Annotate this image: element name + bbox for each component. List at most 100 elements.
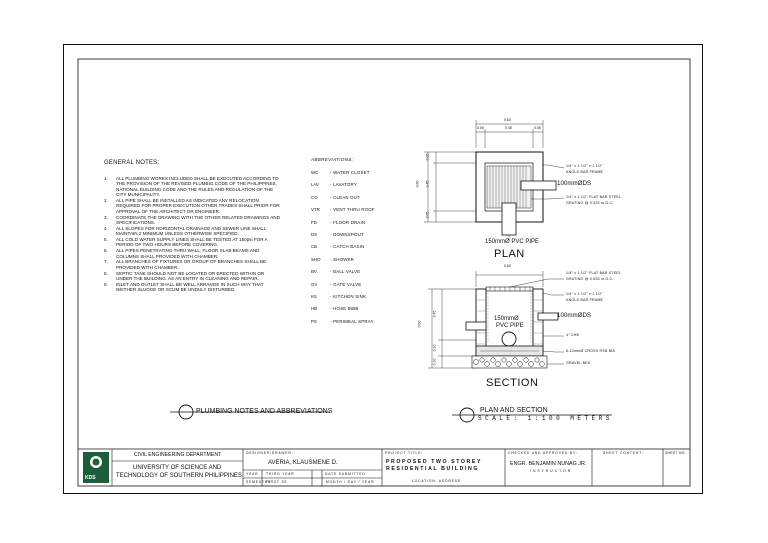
general-note-text: INLET AND OUTLET SHALL BE WELL ARRANGE I…	[116, 281, 264, 293]
general-note-item: 9.INLET AND OUTLET SHALL BE WELL ARRANGE…	[104, 282, 280, 293]
section-caption: SECTION	[486, 377, 539, 389]
project-title-line-2: RESIDENTIAL BUILDING	[386, 466, 480, 472]
sheet-content-label: SHEET CONTENT:	[603, 451, 644, 455]
plan-note-angle-bar-2: ANGLE BAR FRAME	[566, 170, 604, 174]
abbreviation-description: - BALL VALVE	[330, 269, 361, 275]
general-note-number: 1.	[104, 176, 108, 181]
abbreviation-row: DS - DOWNSPOUT	[311, 232, 364, 237]
general-note-text: ALL COLD WATER SUPPLY LINES SHALL BE TES…	[116, 237, 268, 248]
abbreviation-description: - GATE VALVE	[330, 281, 362, 287]
general-note-item: 3.COORDINATE THE DRAWING WITH THE OTHER …	[104, 215, 280, 226]
plan-pipe-ds: 100mmØDS	[557, 180, 592, 187]
general-note-text: ALL PLUMBING WORKS INCLUDED SHALL BE EXE…	[116, 176, 279, 198]
section-dim-side-a: 0.45	[432, 310, 437, 318]
general-note-number: 7.	[104, 259, 108, 265]
project-title-line-1: PROPOSED TWO STOREY	[386, 459, 483, 465]
section-dim-side-b: 0.10	[432, 344, 437, 352]
section-pipe-pvc-1: 150mmØ	[494, 316, 519, 322]
logo-text: KDS	[85, 475, 96, 481]
plan-dim-side-overall: 0.60	[415, 180, 420, 188]
plan-dim-left: 0.05	[477, 126, 484, 130]
date-value: MONTH / DAY / YEAR	[326, 480, 375, 484]
plan-dim-side-mid: 0.45	[425, 180, 430, 188]
section-note-chb: 4" CHB	[566, 333, 580, 337]
section-dim-top: 0.60	[504, 264, 511, 268]
general-note-item: 1. ALL PLUMBING WORKS INCLUDED SHALL BE E…	[104, 176, 280, 198]
general-note-item: 5. ALL COLD WATER SUPPLY LINES SHALL BE T…	[104, 237, 280, 248]
abbreviation-code: GV	[311, 281, 318, 287]
scale-label: SCALE: 1:100 METERS	[478, 415, 613, 422]
abbreviation-code: BV	[311, 269, 317, 275]
abbreviation-code: CB	[311, 244, 318, 250]
general-note-item: 7. ALL BRANCHES OF FIXTURES OR GROUP OF B…	[104, 259, 280, 270]
abbreviation-row: SHO- SHOWER	[311, 257, 354, 262]
abbreviation-description: - LAVATORY	[330, 182, 357, 188]
abbreviation-row: HB- HOSE BIBB	[311, 306, 359, 311]
plan-section-label: PLAN AND SECTION	[480, 407, 548, 414]
project-label: PROJECT TITLE:	[385, 451, 424, 455]
plan-dim-side-b: 0.05	[425, 211, 430, 219]
semester-value: FIRST SE	[266, 480, 288, 484]
department: CIVIL ENGINEERING DEPARTMENT	[134, 452, 222, 458]
plan-section-label-symbol	[452, 407, 612, 423]
abbreviation-description: - FLOOR DRAIN	[330, 219, 366, 225]
general-note-text: COORDINATE THE DRAWING WITH THE OTHER RE…	[116, 214, 280, 226]
plan-dim-side-a: 0.05	[425, 153, 430, 161]
abbreviation-description: - SHOWER	[330, 256, 355, 262]
abbreviation-code: LAV	[311, 182, 319, 188]
general-note-text: ALL SLOPES FOR HORIZONTAL DRAINAGE AND S…	[116, 225, 267, 237]
general-note-text: ALL PIPES PENETRATING THRU WALL, FLOOR S…	[116, 248, 260, 259]
plan-pipe-pvc: 150mmØ PVC PIPE	[485, 239, 540, 245]
general-note-number: 5.	[104, 237, 108, 243]
section-note-gravel: GRAVEL BED	[566, 361, 591, 365]
sheet-number-label: SHEET NO.	[665, 451, 686, 455]
general-note-text: SEPTIC TANK SHOULD NOT BE LOCATED OR ERE…	[116, 270, 265, 282]
abbreviation-code: DS	[311, 232, 318, 237]
year-label: YEAR	[246, 472, 259, 476]
abbreviation-description: - CATCH BASIN	[330, 244, 365, 250]
abbreviation-row: WC- WATER CLOSET	[311, 170, 370, 175]
section-pipe-ds: 100mmØDS	[557, 312, 592, 319]
abbreviations-title: ABBREVIATIONS:	[311, 157, 354, 162]
general-note-item: 8. SEPTIC TANK SHOULD NOT BE LOCATED OR E…	[104, 271, 280, 282]
abbreviation-description: - KITCHEN SINK	[330, 294, 367, 299]
title-block-grid	[111, 449, 664, 486]
plan-note-flat-bar-2: GRATING @ 0.025 m.O.C.	[566, 201, 614, 205]
general-note-number: 8.	[104, 270, 108, 276]
general-notes-list: 1. ALL PLUMBING WORKS INCLUDED SHALL BE E…	[104, 176, 280, 293]
abbreviation-row: CO- CLEAN OUT	[311, 195, 360, 200]
university-line-2: TECHNOLOGY OF SOUTHERN PHILIPPINES	[116, 473, 242, 479]
general-note-item: 2.ALL PIPE SHALL BE INSTALLED AS INDICAT…	[104, 198, 280, 214]
instructor-role: INSTRUCTOR	[530, 469, 573, 473]
plan-view	[424, 120, 565, 240]
university-logo	[83, 452, 109, 483]
abbreviation-description: - HOSE BIBB	[330, 306, 359, 312]
abbreviation-row: PS- PERIMEAL SPRAY	[311, 319, 374, 324]
inner-frame	[77, 58, 691, 487]
section-note-flat-bar: 1/4" x 1 1/2" FLAT BAR STEEL	[566, 271, 622, 275]
section-note-flat-bar-2: GRATING @ 0.025 m.O.C.	[566, 277, 614, 281]
plan-caption: PLAN	[494, 248, 525, 260]
plan-note-angle-bar: 1/4" x 1 1/2" x 1 1/2"	[566, 164, 603, 168]
instructor-name: ENGR. BENJAMIN NUNAG JR.	[510, 461, 587, 467]
general-note-text: ALL PIPE SHALL BE INSTALLED AS INDICATED…	[116, 198, 280, 214]
plumbing-notes-label-symbol	[170, 404, 330, 420]
general-note-number: 6.	[104, 248, 108, 254]
abbreviation-row: LAV - LAVATORY	[311, 182, 357, 187]
general-note-text: ALL BRANCHES OF FIXTURES OR GROUP OF BRA…	[116, 259, 267, 270]
university-line-1: UNIVERSITY OF SCIENCE AND	[133, 465, 222, 471]
year-value: THIRD YEAR	[266, 472, 295, 476]
section-note-rsb: 6-12mmØ CROSS RSB BIA	[566, 349, 616, 353]
general-notes-title: GENERAL NOTES:	[104, 160, 160, 166]
abbreviation-description: - CLEAN OUT	[330, 194, 361, 200]
abbreviation-description: - DOWNSPOUT	[330, 232, 364, 237]
abbreviation-code: VTR	[311, 207, 320, 213]
abbreviation-row: KS- KITCHEN SINK	[311, 294, 366, 299]
drawing-sheet-border	[63, 44, 703, 494]
abbreviation-row: VTR- VENT THRU ROOF	[311, 207, 375, 212]
plan-dim-right: 0.05	[534, 126, 541, 130]
plan-dim-mid: 0.45	[505, 126, 512, 130]
plan-dim-overall: 0.60	[504, 118, 511, 122]
section-note-angle-bar-2: ANGLE BAR FRAME	[566, 298, 604, 302]
